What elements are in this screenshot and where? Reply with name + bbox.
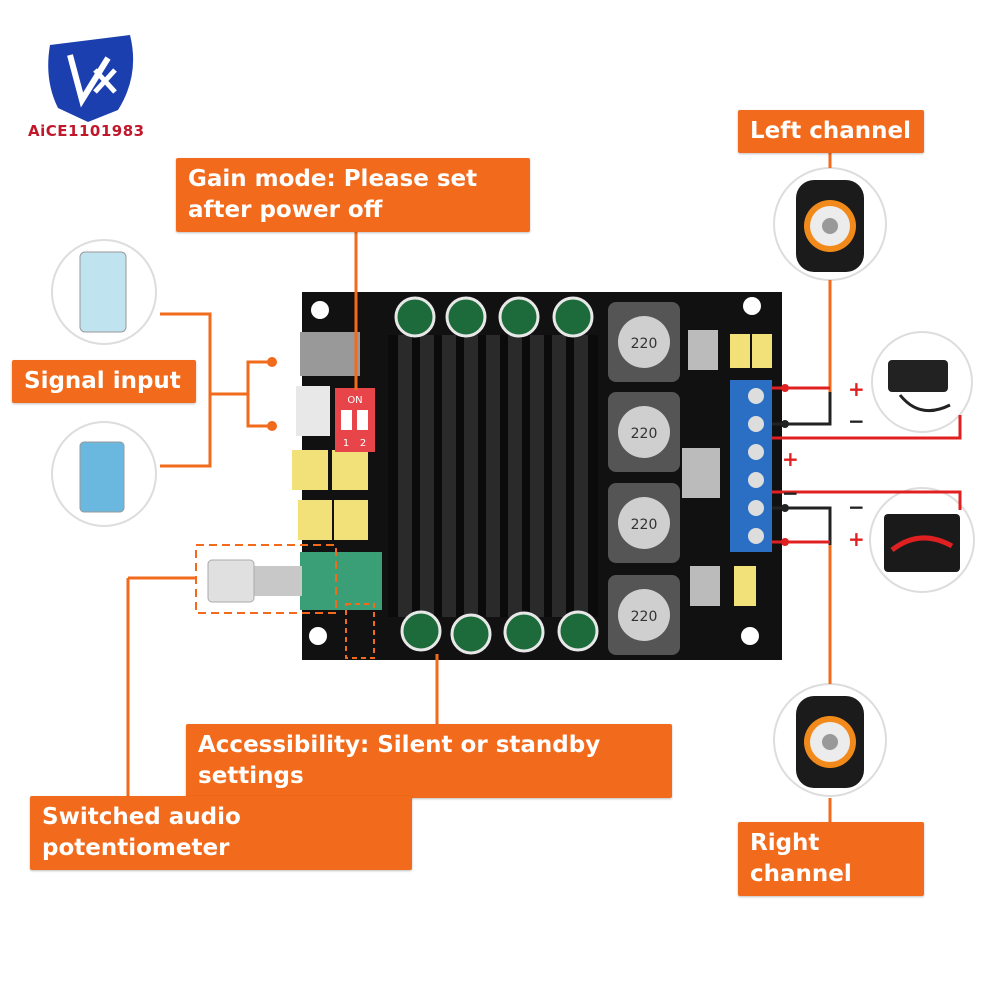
right-minus-sign: − (848, 495, 865, 519)
accessibility-label: Accessibility: Silent or standby setting… (186, 724, 672, 798)
left-speaker (773, 167, 887, 281)
left-plus-sign: + (848, 377, 865, 401)
inductor-label: 220 (631, 336, 658, 352)
power-minus-sign: − (782, 481, 799, 505)
small-components (292, 330, 772, 606)
amplifier-board: 220 220 220 220 ON 1 2 (292, 292, 782, 660)
power-plus-sign: + (782, 447, 799, 471)
phone-thumbnail (51, 239, 157, 345)
connector-lines (126, 152, 832, 822)
inductors: 220 220 220 220 (608, 302, 680, 655)
tablet-thumbnail (51, 421, 157, 527)
speaker-wires (772, 386, 962, 545)
dip-2-label: 2 (360, 438, 366, 449)
capacitors (394, 296, 599, 655)
left-channel-label: Left channel (738, 110, 924, 153)
battery (869, 487, 975, 593)
gain-mode-label: Gain mode: Please set after power off (176, 158, 530, 232)
right-channel-label: Right channel (738, 822, 924, 896)
brand-logo (48, 35, 134, 122)
standby-pins (345, 603, 375, 659)
left-minus-sign: − (848, 409, 865, 433)
signal-input-label: Signal input (12, 360, 196, 403)
wire-ends (781, 384, 789, 546)
right-plus-sign: + (848, 527, 865, 551)
right-speaker (773, 683, 887, 797)
potentiometer (195, 544, 382, 614)
potentiometer-label: Switched audio potentiometer (30, 796, 412, 870)
inductor-label: 220 (631, 517, 658, 533)
dip-on-label: ON (347, 395, 362, 406)
power-adapter (871, 331, 973, 433)
heatsink (388, 335, 598, 617)
terminal-block (730, 380, 772, 552)
inductor-label: 220 (631, 609, 658, 625)
brand-logo-text: AiCE1101983 (28, 122, 145, 140)
inductor-label: 220 (631, 426, 658, 442)
dip-1-label: 1 (343, 438, 349, 449)
gain-dip-switch: ON 1 2 (335, 388, 375, 452)
